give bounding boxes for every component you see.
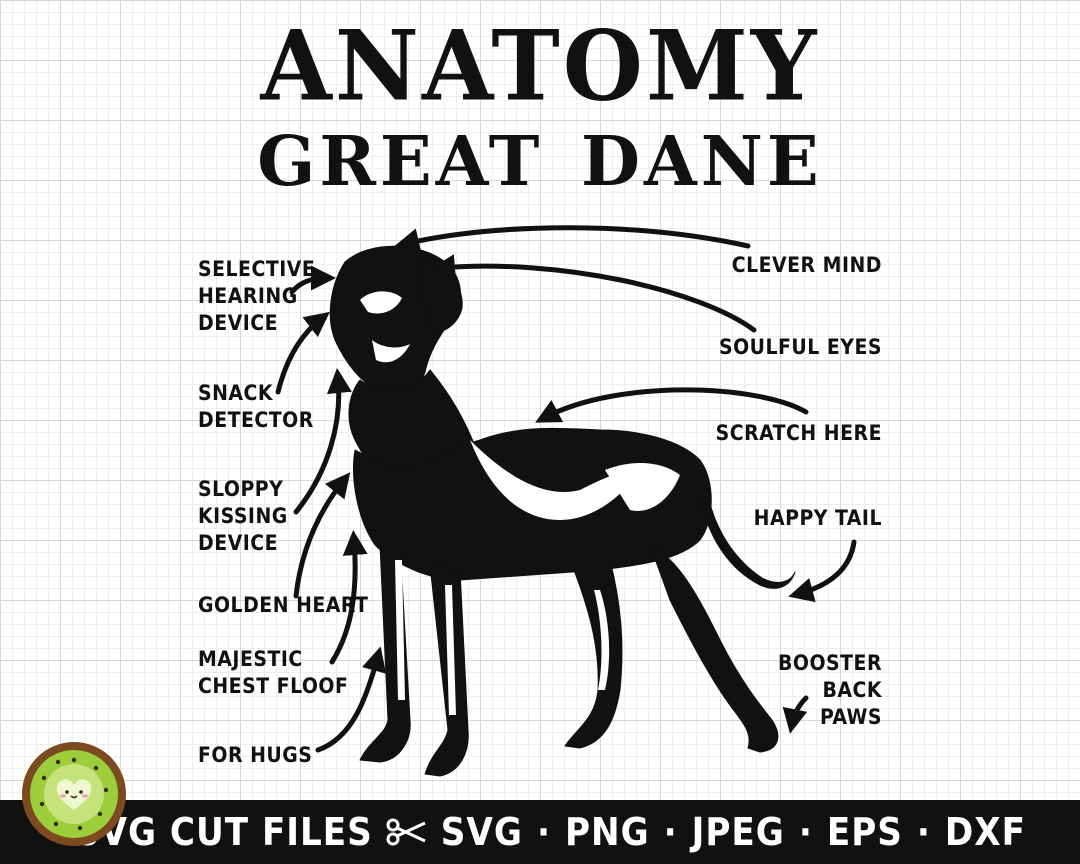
arrow-clever-mind [394, 225, 751, 253]
footer-format-svg: SVG [440, 810, 523, 854]
arrow-golden-heart [293, 472, 351, 599]
page-title: ANATOMY [260, 9, 820, 123]
kiwi-heart-logo-icon [22, 742, 126, 846]
footer-separator: · [916, 810, 931, 854]
page-subtitle: GREAT DANE [257, 122, 823, 202]
footer-format-jpeg: JPEG [691, 810, 785, 854]
label-happy-tail: HAPPY TAIL [753, 506, 882, 530]
footer-svg-cut-files: SVG CUT FILES [74, 810, 373, 854]
arrow-selective-hearing [289, 265, 336, 295]
arrow-booster-paws [782, 695, 809, 734]
annotation-arrows [275, 225, 857, 753]
dog-back-leg-left [564, 559, 623, 749]
label-booster-paws: BOOSTER BACK PAWS [778, 651, 882, 729]
label-clever-mind: CLEVER MIND [731, 253, 882, 277]
arrow-happy-tail [788, 539, 857, 603]
label-sloppy-kissing: SLOPPY KISSING DEVICE [198, 477, 288, 555]
dog-back-leg-right [649, 544, 779, 753]
label-for-hugs: FOR HUGS [198, 743, 313, 767]
footer-format-dxf: DXF [944, 810, 1026, 854]
arrow-majestic-chest [329, 530, 368, 665]
scissors-icon [386, 818, 426, 846]
dog-illustration [275, 225, 857, 777]
arrow-sloppy-kissing [293, 368, 352, 515]
label-golden-heart: GOLDEN HEART [198, 593, 369, 617]
dog-markings [360, 291, 680, 715]
label-scratch-here: SCRATCH HERE [715, 421, 882, 445]
footer-separator: · [663, 810, 678, 854]
arrow-snack-detector [275, 311, 330, 395]
arrow-soulful-eyes [430, 254, 757, 333]
dog-front-leg-right [424, 564, 469, 777]
footer-separator: · [798, 810, 813, 854]
arrow-for-hugs [315, 646, 387, 753]
footer-separator: · [536, 810, 551, 854]
arrow-scratch-here [535, 387, 809, 423]
label-soulful-eyes: SOULFUL EYES [718, 335, 882, 359]
footer-format-eps: EPS [826, 810, 903, 854]
label-selective-hearing: SELECTIVE HEARING DEVICE [198, 257, 316, 335]
dog-tail [699, 494, 796, 589]
label-majestic-chest: MAJESTIC CHEST FLOOF [198, 647, 349, 698]
footer-format-png: PNG [564, 810, 650, 854]
label-snack-detector: SNACK DETECTOR [198, 381, 314, 432]
footer-banner: SVG CUT FILES SVG · PNG · JPEG · EPS · D… [0, 800, 1080, 864]
